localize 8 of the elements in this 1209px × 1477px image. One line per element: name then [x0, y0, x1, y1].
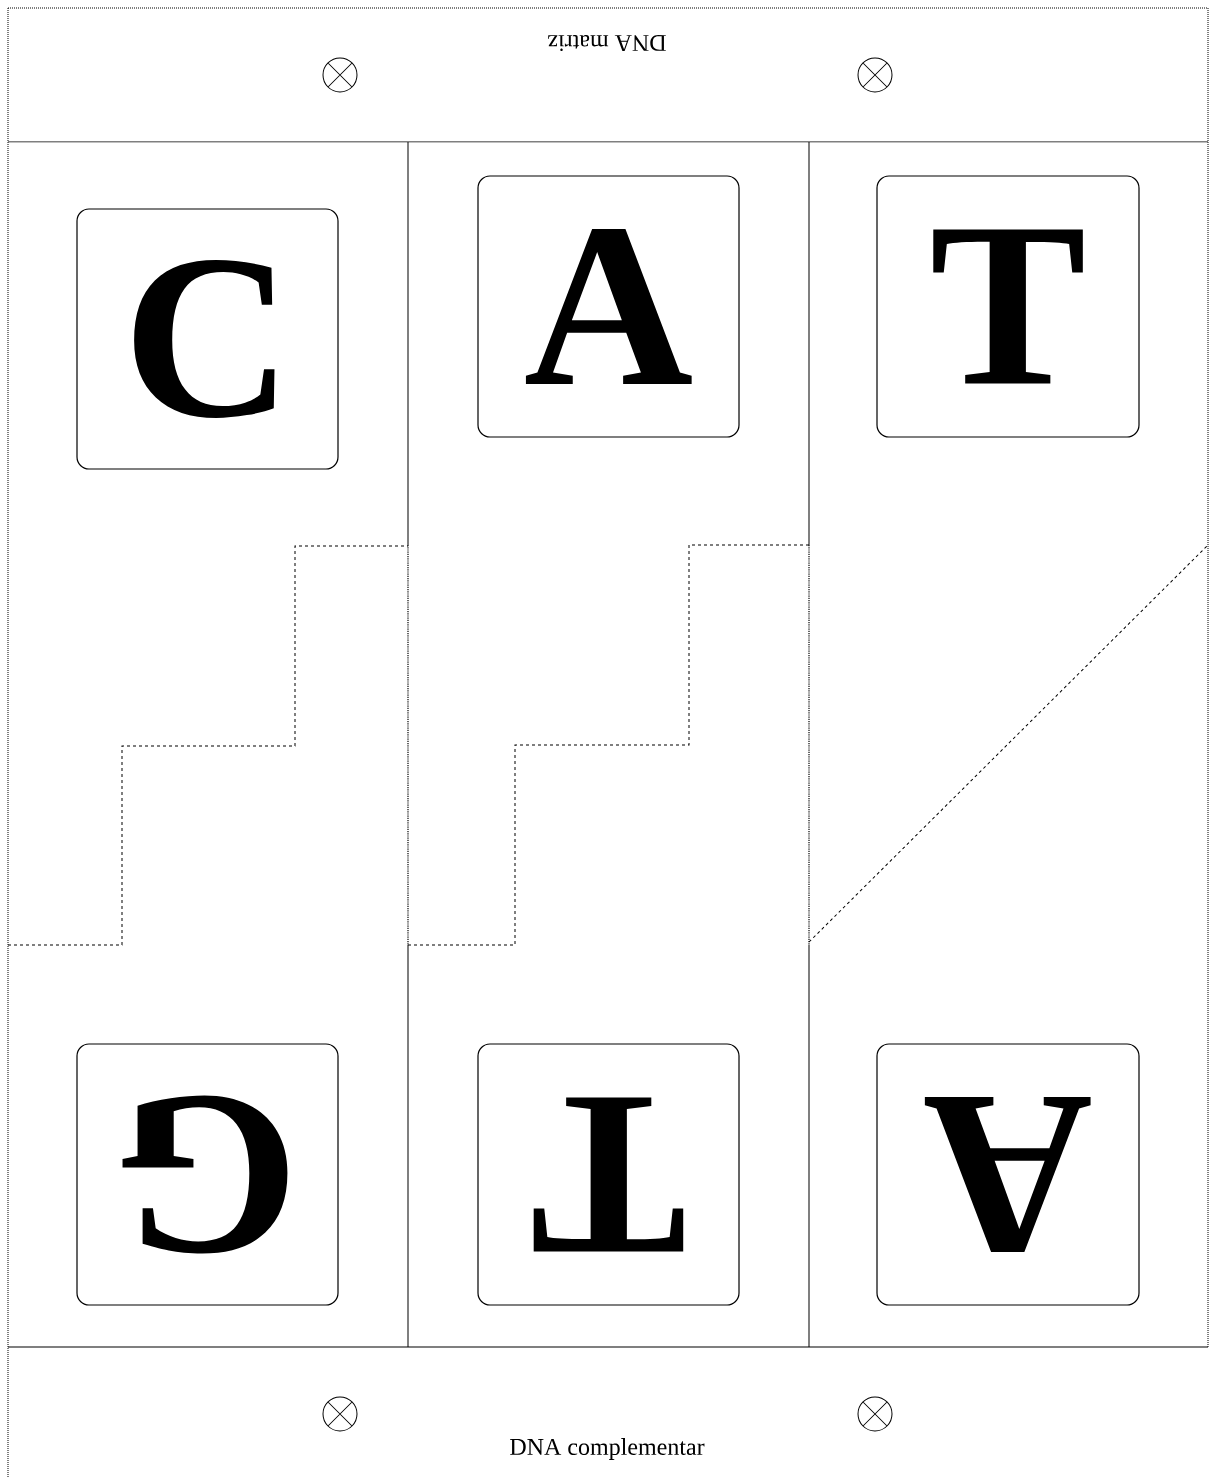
strand-label: DNA matriz — [548, 34, 666, 52]
letter-tile: T — [876, 175, 1140, 438]
letter-tile: G — [76, 1043, 339, 1306]
letter-tile: T — [477, 1043, 740, 1306]
letter-tile: A — [477, 175, 740, 438]
strand-label: DNA complementar — [510, 1438, 705, 1460]
letter-tile: C — [76, 208, 339, 470]
letter-tile: A — [876, 1043, 1140, 1306]
